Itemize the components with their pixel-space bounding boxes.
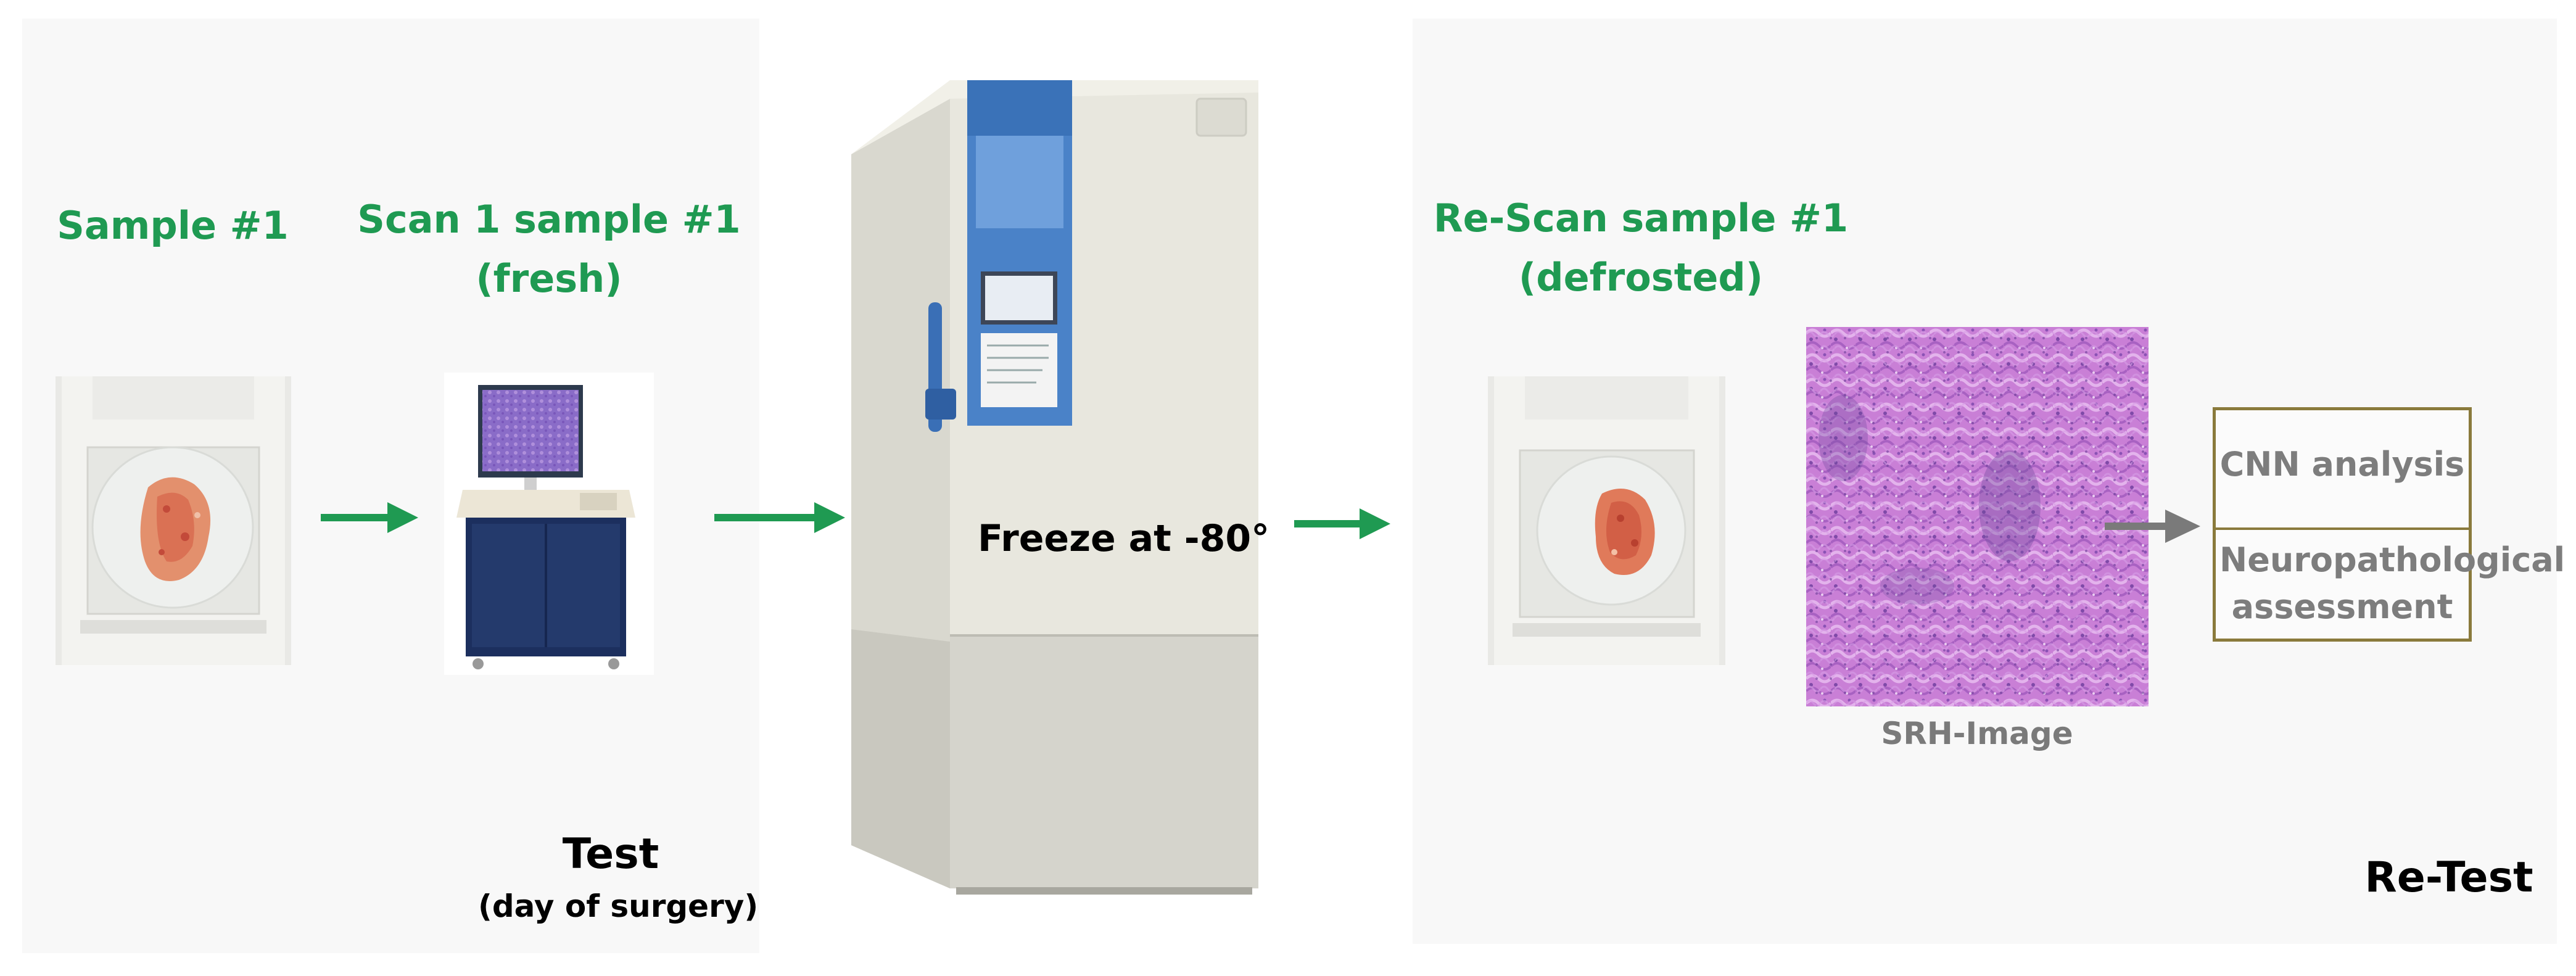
retest-phase-title: Re-Test — [2364, 853, 2533, 902]
rescan-defrosted-line1: Re-Scan sample #1 — [1433, 196, 1849, 241]
rescan-defrosted-line2: (defrosted) — [1518, 255, 1764, 300]
freeze-label: Freeze at -80° — [978, 517, 1270, 560]
arrow-srh-to-outcomes — [2105, 510, 2200, 543]
outcome-cnn-analysis: CNN analysis — [2219, 445, 2465, 484]
scan-fresh-line2: (fresh) — [476, 256, 622, 301]
outcomes-box: CNN analysis Neuropathological assessmen… — [2213, 407, 2566, 642]
srh-image-caption: SRH-Image — [1881, 716, 2073, 751]
arrow-sample-to-scan — [321, 502, 418, 533]
arrow-freezer-to-rescan — [1294, 508, 1390, 539]
sample-slide-image — [56, 376, 291, 665]
rescan-defrosted-label: Re-Scan sample #1 (defrosted) — [1413, 189, 1869, 307]
srh-scanner-image — [444, 373, 654, 675]
scan-fresh-label: Scan 1 sample #1 (fresh) — [333, 190, 765, 308]
outcomes-divider — [2216, 527, 2469, 530]
freezer-image — [851, 80, 1258, 895]
sample-label: Sample #1 — [57, 203, 289, 248]
arrow-scan-to-freezer — [714, 502, 845, 533]
outcome-neuropath-assessment: Neuropathological assessment — [2219, 540, 2566, 626]
srh-image — [1806, 327, 2149, 706]
scan-fresh-line1: Scan 1 sample #1 — [357, 197, 741, 242]
test-phase-title: Test — [562, 830, 659, 879]
defrosted-slide-image — [1488, 376, 1725, 665]
test-phase-subtitle: (day of surgery) — [478, 888, 759, 924]
